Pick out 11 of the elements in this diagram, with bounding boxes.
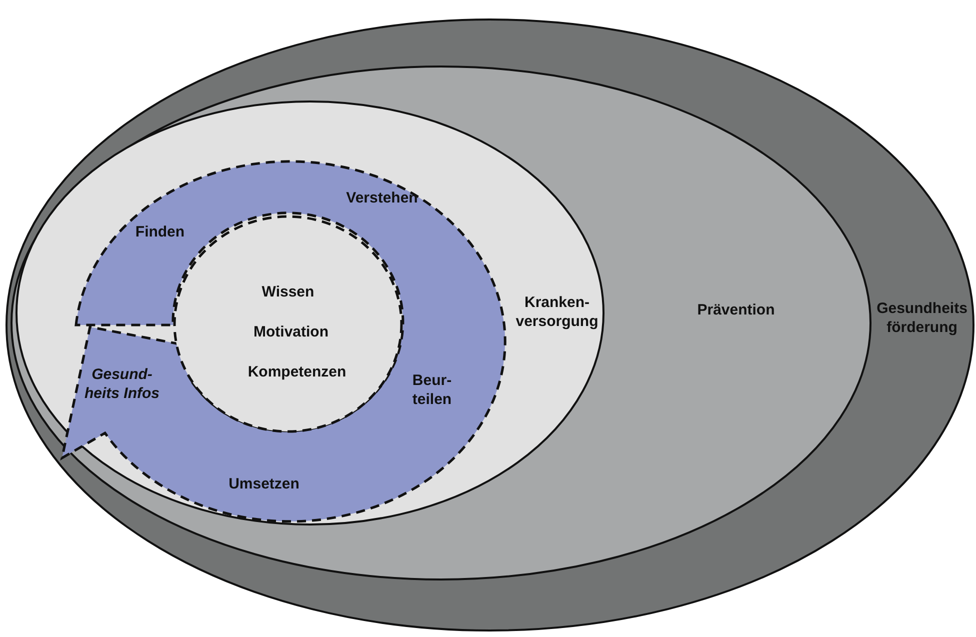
- region-label: Umsetzen: [228, 474, 300, 494]
- region-label: Kompetenzen: [246, 362, 348, 382]
- region-label: Motivation: [252, 322, 330, 342]
- region-label: Finden: [134, 222, 186, 242]
- region-label: Gesund- heits Infos: [83, 365, 160, 403]
- region-label: Wissen: [260, 282, 316, 302]
- region-label: Verstehen: [345, 188, 419, 208]
- region-label: Beur- teilen: [411, 371, 453, 409]
- region-label: Gesundheits förderung: [876, 299, 968, 337]
- region-label: Kranken- versorgung: [514, 293, 600, 331]
- region-label: Prävention: [696, 300, 776, 320]
